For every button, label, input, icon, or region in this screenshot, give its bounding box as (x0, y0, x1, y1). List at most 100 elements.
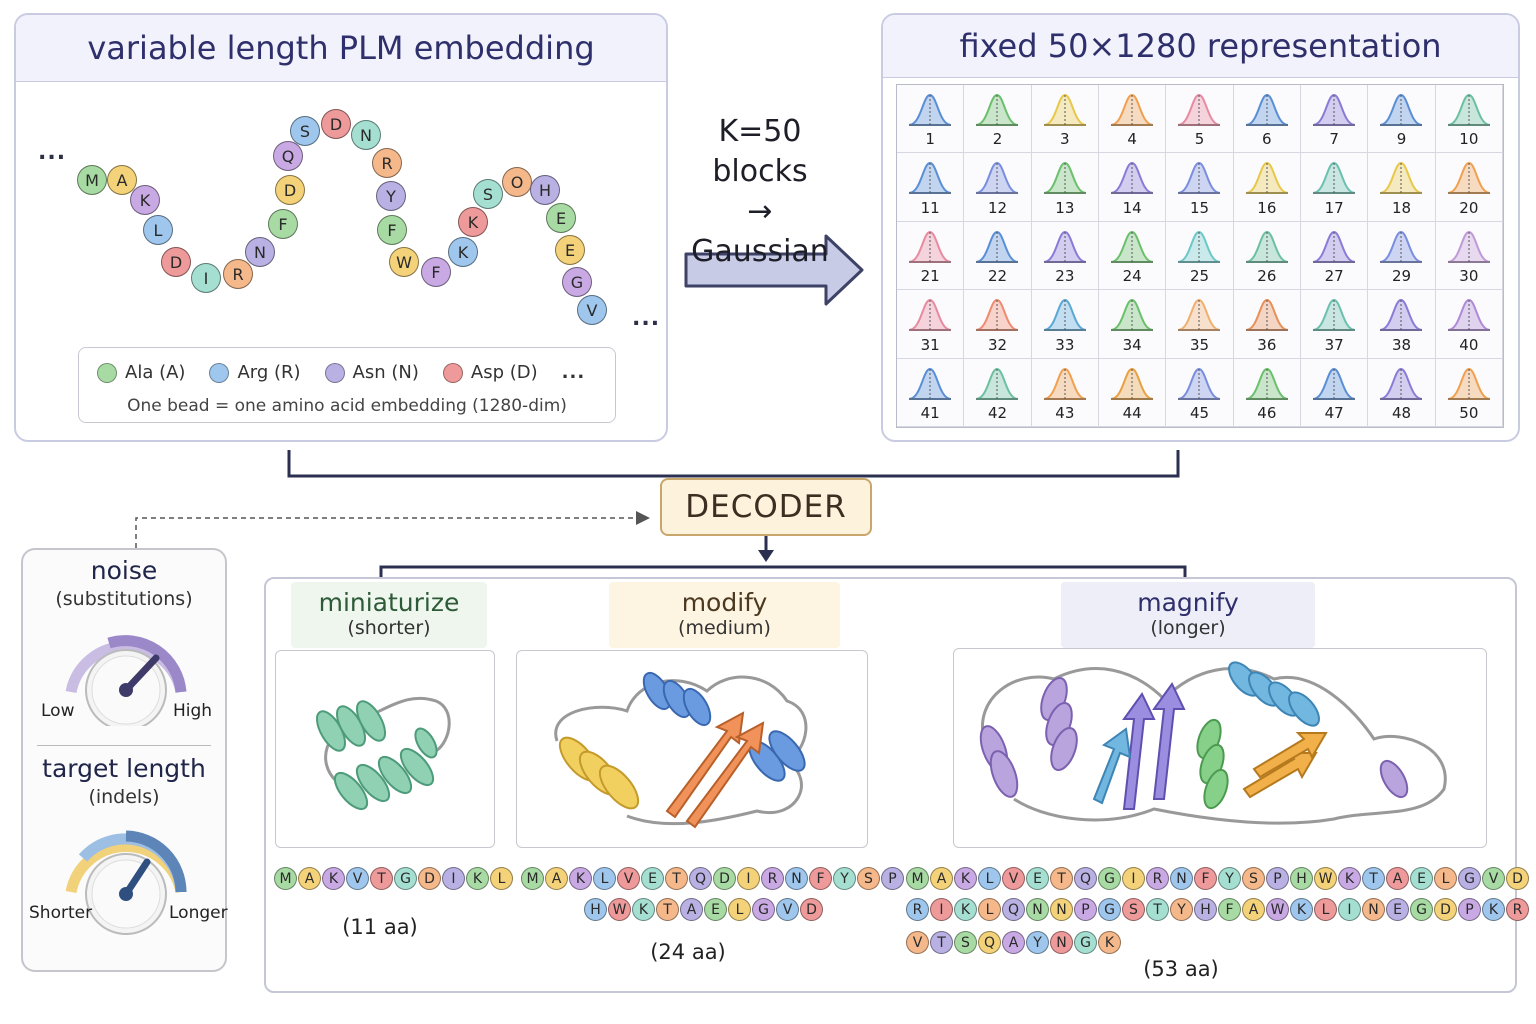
legend-label: Asp (D) (470, 362, 538, 383)
gaussian-cell-number: 34 (1122, 335, 1142, 354)
plm-panel-title: variable length PLM embedding (16, 15, 666, 82)
gaussian-curve-icon (1043, 162, 1087, 195)
sequence-bead: R (1506, 898, 1529, 921)
sequence-bead: Q (1002, 898, 1025, 921)
gaussian-cell-number: 21 (920, 267, 940, 286)
gaussian-cell: 48 (1368, 358, 1436, 427)
sequence-bead: F (809, 867, 832, 890)
gaussian-cell-number: 6 (1262, 130, 1272, 149)
gaussian-cell: 22 (964, 221, 1032, 291)
sequence-bead: D (418, 867, 441, 890)
sequence-bead: A (680, 898, 703, 921)
length-title: target length (42, 754, 206, 783)
gaussian-cell-number: 50 (1459, 404, 1479, 422)
chain-bead: V (577, 295, 607, 325)
gaussian-curve-icon (1043, 230, 1087, 263)
gaussian-curve-icon (1110, 367, 1154, 400)
gaussian-cell: 11 (897, 153, 965, 222)
sequence-bead: E (704, 898, 727, 921)
sequence-bead: P (1266, 867, 1289, 890)
chain-bead: E (555, 235, 585, 265)
noise-dashed-line (135, 517, 640, 548)
modify-count: (24 aa) (650, 940, 726, 964)
gaussian-cell-number: 46 (1257, 404, 1277, 422)
gaussian-curve-icon (1110, 230, 1154, 263)
gaussian-cell-number: 24 (1122, 267, 1142, 286)
sequence-bead: L (978, 867, 1001, 890)
gaussian-cell: 25 (1166, 221, 1234, 291)
sequence-bead: M (521, 867, 544, 890)
gaussian-cell: 5 (1166, 85, 1234, 154)
gaussian-cell: 29 (1368, 221, 1436, 291)
gaussian-cell: 38 (1368, 290, 1436, 359)
length-knob[interactable] (23, 806, 229, 936)
gaussian-curve-icon (1447, 299, 1491, 332)
magnify-count: (53 aa) (1143, 957, 1219, 981)
gaussian-curve-icon (908, 299, 952, 332)
gaussian-cell-number: 18 (1391, 198, 1412, 217)
noise-arrowhead (636, 511, 650, 525)
gaussian-cell-number: 10 (1459, 130, 1479, 149)
sequence-bead: Y (1170, 898, 1193, 921)
gaussian-cell-number: 1 (925, 130, 935, 149)
gaussian-curve-icon (1245, 299, 1289, 332)
chain-bead: M (77, 165, 107, 195)
gaussian-cell-number: 17 (1324, 198, 1344, 217)
chain-bead: K (448, 237, 478, 267)
gaussian-cell: 7 (1301, 85, 1369, 154)
sequence-bead: S (857, 867, 880, 890)
gaussian-cell-number: 5 (1194, 130, 1205, 149)
magnify-structure-box (953, 648, 1487, 848)
sequence-bead: F (1218, 898, 1241, 921)
gaussian-cell: 14 (1099, 153, 1167, 222)
sequence-bead: L (490, 867, 513, 890)
modify-tag: modify (medium) (609, 582, 840, 648)
gaussian-cell-number: 9 (1396, 130, 1407, 149)
gaussian-cell: 44 (1099, 358, 1167, 427)
gaussian-curve-icon (976, 230, 1019, 263)
gaussian-cell: 1 (897, 85, 965, 154)
noise-knob[interactable] (23, 606, 229, 726)
gaussian-curve-icon (1312, 93, 1356, 126)
sequence-bead: I (442, 867, 465, 890)
gaussian-curve-icon (1245, 162, 1289, 195)
gaussian-cell: 47 (1301, 358, 1369, 427)
sequence-bead: T (1050, 867, 1073, 890)
sequence-bead: P (881, 867, 904, 890)
gaussian-curve-icon (1447, 93, 1491, 126)
legend-items: Ala (A)Arg (R)Asn (N)Asp (D)... (97, 362, 585, 383)
gaussian-curve-icon (1178, 299, 1221, 332)
sequence-bead: K (1482, 898, 1505, 921)
gaussian-curve-icon (908, 162, 952, 195)
sequence-bead: A (930, 867, 953, 890)
sequence-bead: A (1002, 931, 1025, 954)
gaussian-text: → Gaussian (691, 194, 829, 269)
chain-bead: O (502, 167, 532, 197)
gaussian-cell: 41 (897, 358, 965, 427)
outputs-branch (379, 565, 1187, 582)
chain-bead: K (130, 185, 160, 215)
gaussian-cell: 16 (1233, 153, 1301, 222)
sequence-bead: V (776, 898, 799, 921)
gaussian-curve-icon (1178, 162, 1221, 195)
chain-bead: F (421, 257, 451, 287)
gaussian-cell-number: 20 (1459, 198, 1479, 217)
gaussian-cell-number: 29 (1391, 267, 1412, 286)
gaussian-cell-number: 27 (1324, 267, 1344, 286)
sequence-bead: V (906, 931, 929, 954)
chain-bead: Y (376, 181, 406, 211)
sequence-bead: Q (1074, 867, 1097, 890)
chain-ellipsis-start: ... (38, 140, 67, 165)
gaussian-curve-icon (1245, 230, 1289, 263)
gaussian-cell: 30 (1435, 221, 1503, 291)
legend-dot (442, 362, 463, 383)
sequence-bead: G (752, 898, 775, 921)
gaussian-curve-icon (1380, 367, 1423, 400)
legend-item: Asp (D) (442, 362, 538, 383)
legend-label: Asn (N) (352, 362, 419, 383)
big-arrow (684, 234, 864, 306)
sequence-bead: N (1362, 898, 1385, 921)
